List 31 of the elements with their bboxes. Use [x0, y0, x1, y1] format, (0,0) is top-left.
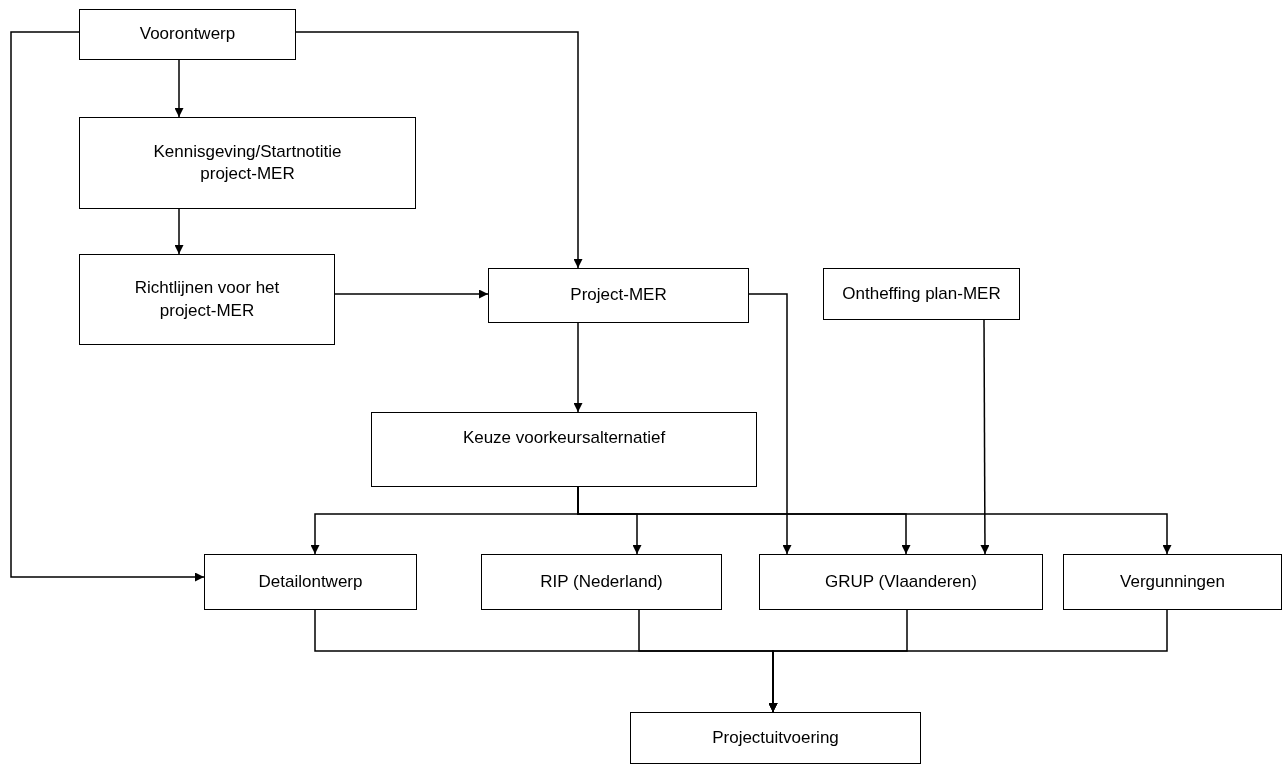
process-box	[371, 412, 757, 487]
process-box	[204, 554, 417, 610]
process-box	[79, 117, 416, 209]
process-box	[488, 268, 749, 323]
process-box	[1063, 554, 1282, 610]
box-label: Ontheffing plan-MER	[842, 282, 1001, 305]
box-label: RIP (Nederland)	[540, 570, 663, 593]
arrow	[748, 293, 792, 555]
process-box	[79, 254, 335, 345]
arrow	[174, 59, 184, 118]
arrow	[980, 319, 990, 555]
arrow	[295, 31, 583, 269]
box-label: Projectuitvoering	[712, 727, 839, 749]
box-label: Vergunningen	[1120, 570, 1225, 593]
process-box	[481, 554, 722, 610]
process-box	[630, 712, 921, 764]
arrow	[174, 208, 184, 255]
process-box	[823, 268, 1020, 320]
box-label: Project-MER	[570, 284, 667, 307]
box-label: Richtlijnen voor het project-MER	[133, 277, 281, 322]
process-box	[759, 554, 1043, 610]
arrow	[573, 322, 583, 413]
box-label: Detailontwerp	[258, 570, 363, 593]
arrow	[334, 289, 489, 299]
box-label: Kennisgeving/Startnotitie project-MER	[152, 140, 343, 185]
arrow	[768, 609, 1168, 713]
arrow	[10, 31, 205, 582]
process-box	[79, 9, 296, 60]
box-label: GRUP (Vlaanderen)	[825, 570, 977, 593]
box-label: Voorontwerp	[139, 23, 236, 46]
box-label: Keuze voorkeursalternatief	[462, 427, 666, 449]
